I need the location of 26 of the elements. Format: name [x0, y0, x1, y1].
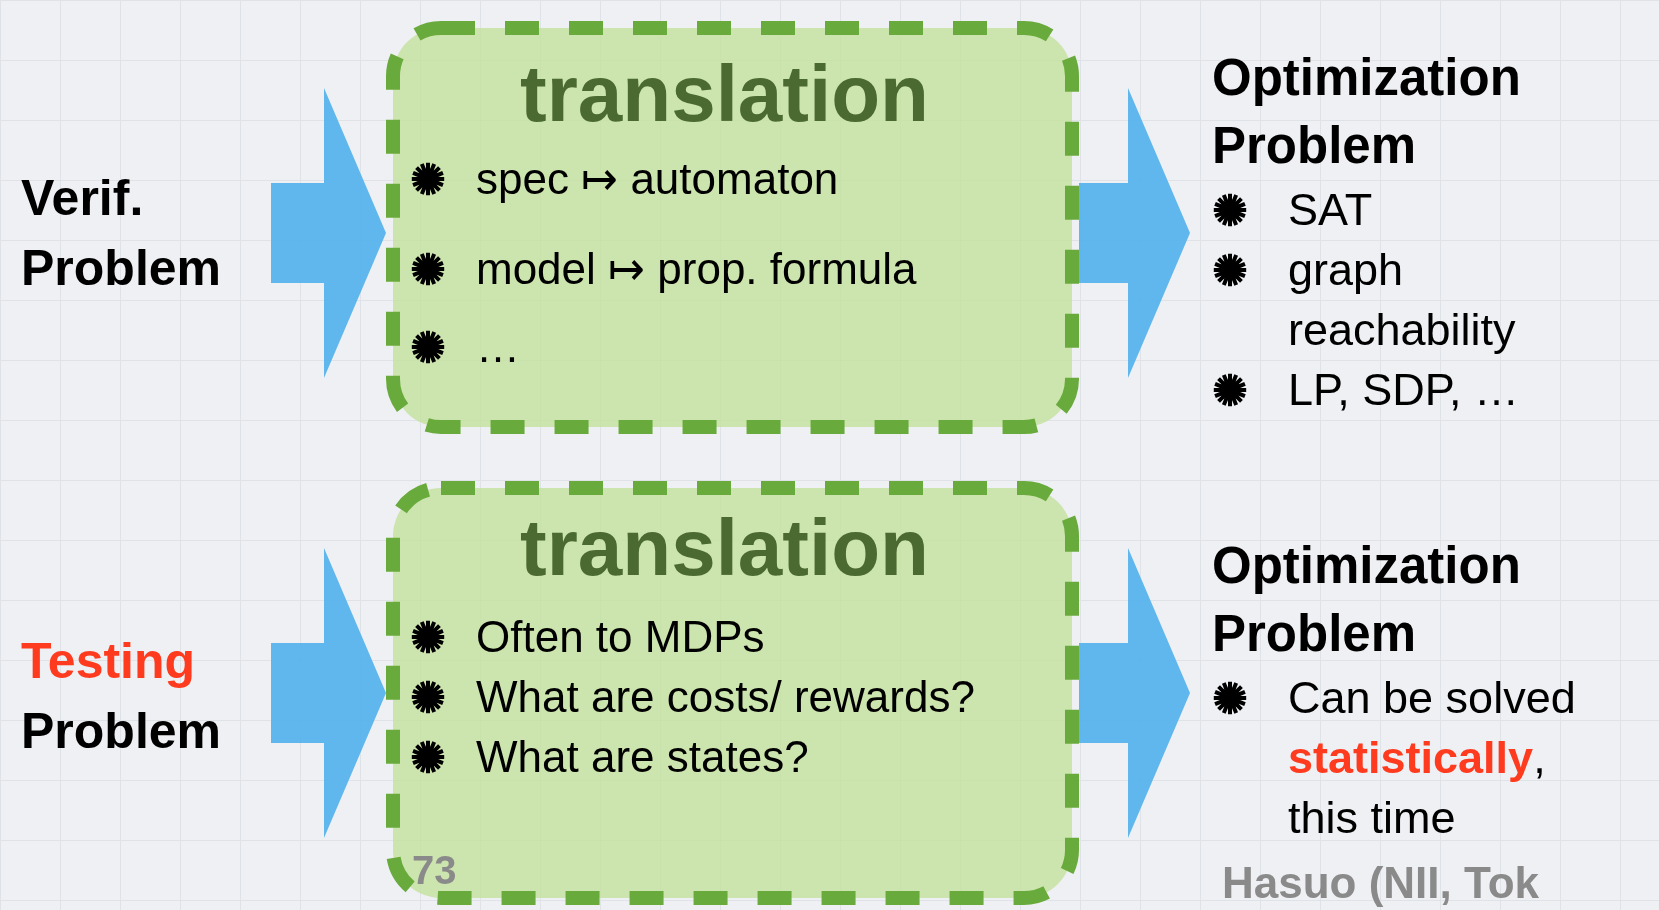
bullet-text: Can be solved statistically, this time	[1288, 671, 1577, 845]
problem-label: Problem	[21, 702, 223, 761]
problem-label: Problem	[21, 239, 223, 298]
box-heading: translation	[519, 503, 930, 593]
block-arrow	[271, 548, 386, 838]
bullet-text: What are costs/ rewards?	[476, 671, 975, 723]
page-number: 73	[412, 848, 457, 893]
problem-heading: Optimization Problem	[1212, 48, 1522, 176]
bullet-text: SAT	[1288, 183, 1374, 237]
problem-label: Verif.	[21, 169, 145, 228]
bullet-text: graph reachability	[1288, 243, 1517, 357]
box-heading: translation	[519, 49, 930, 139]
block-arrow	[271, 88, 386, 378]
bullet-text: What are states?	[476, 731, 809, 783]
footer-text: Hasuo (NII, Tok	[1222, 858, 1539, 908]
bullet-text: spec ↦ automaton	[476, 153, 839, 205]
bullet-text: LP, SDP, …	[1288, 363, 1520, 417]
bullet-text: Often to MDPs	[476, 611, 765, 663]
problem-label: Testing	[21, 632, 197, 691]
problem-heading: Optimization Problem	[1212, 536, 1522, 664]
bullet-text: …	[476, 321, 520, 373]
translation-box	[386, 481, 1079, 905]
bullet-text: model ↦ prop. formula	[476, 243, 917, 295]
translation-box	[386, 21, 1079, 434]
block-arrow	[1079, 548, 1190, 838]
block-arrow	[1079, 88, 1190, 378]
